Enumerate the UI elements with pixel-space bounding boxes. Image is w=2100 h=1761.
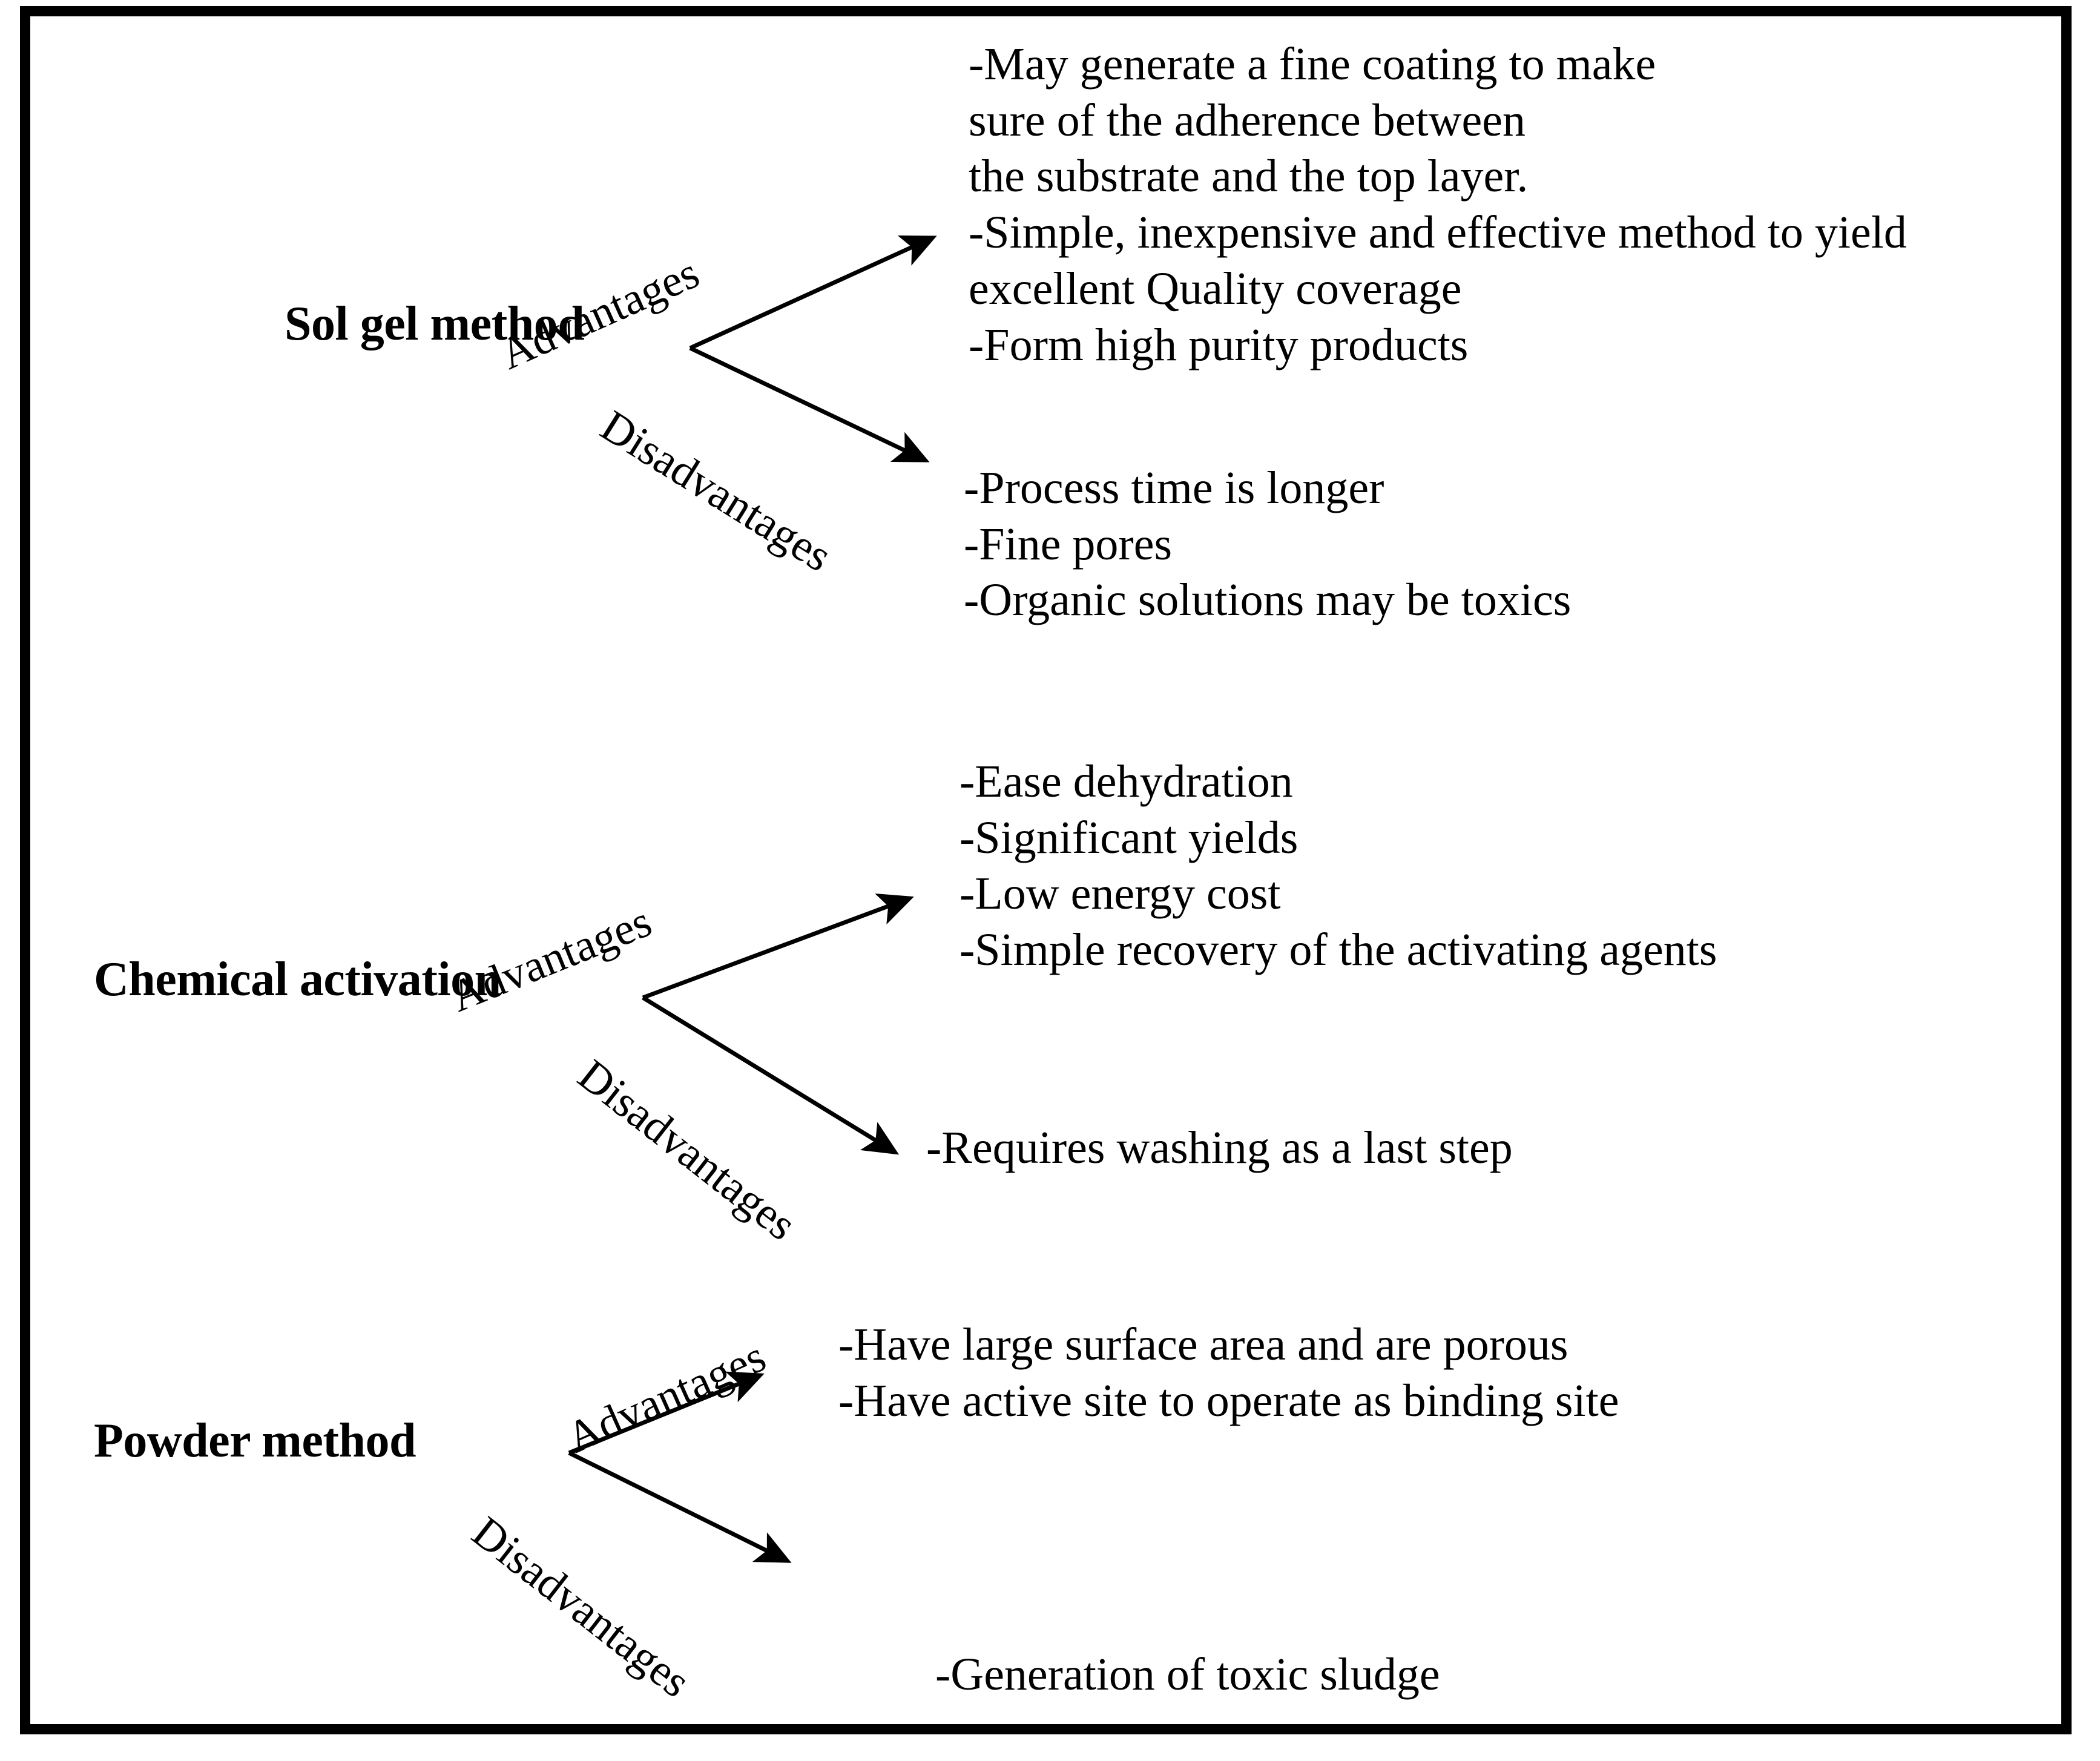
- list-item: -Form high purity products: [969, 319, 1469, 370]
- list-item: -Process time is longer: [964, 462, 1384, 513]
- text-block-sol-gel-advantages: -May generate a fine coating to make sur…: [969, 36, 1907, 373]
- text-block-powder-method-advantages: -Have large surface area and are porous …: [838, 1317, 1619, 1429]
- text-block-chemical-activation-disadvantages: -Requires washing as a last step: [926, 1120, 1513, 1176]
- list-item: -Have large surface area and are porous: [838, 1319, 1568, 1370]
- diagram-border-frame: [20, 6, 2072, 1734]
- node-label-sol-gel-method[interactable]: Sol gel method: [285, 297, 585, 351]
- text-block-sol-gel-disadvantages: -Process time is longer -Fine pores -Org…: [964, 460, 1571, 628]
- text-block-powder-method-disadvantages: -Generation of toxic sludge: [935, 1647, 1440, 1703]
- list-item: -May generate a fine coating to make: [969, 39, 1656, 90]
- list-item: -Organic solutions may be toxics: [964, 574, 1572, 626]
- node-label-chemical-activation[interactable]: Chemical activation: [94, 953, 501, 1006]
- list-item: -Ease dehydration: [959, 756, 1293, 807]
- list-item: -Have active site to operate as binding …: [838, 1375, 1619, 1426]
- text-block-chemical-activation-advantages: -Ease dehydration -Significant yields -L…: [959, 754, 1717, 978]
- list-item: the substrate and the top layer.: [969, 151, 1529, 202]
- list-item: sure of the adherence between: [969, 94, 1526, 146]
- list-item: -Simple, inexpensive and effective metho…: [969, 207, 1907, 258]
- list-item: -Low energy cost: [959, 868, 1281, 920]
- list-item: -Simple recovery of the activating agent…: [959, 924, 1717, 976]
- list-item: -Significant yields: [959, 812, 1299, 863]
- list-item: -Fine pores: [964, 518, 1173, 570]
- list-item: -Requires washing as a last step: [926, 1122, 1513, 1173]
- list-item: -Generation of toxic sludge: [935, 1649, 1440, 1700]
- node-label-powder-method[interactable]: Powder method: [94, 1414, 416, 1467]
- list-item: excellent Quality coverage: [969, 263, 1462, 314]
